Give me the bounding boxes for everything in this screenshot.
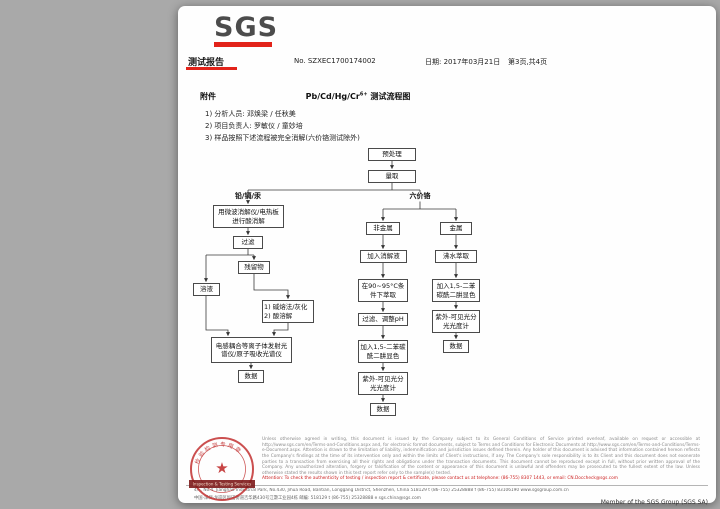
flow-node-measure: 量取 bbox=[368, 170, 416, 183]
note-item-3: 3) 样品按照下述流程被完全消解(六价铬测试除外) bbox=[205, 134, 360, 142]
flow-node-boiling-water-extraction: 沸水萃取 bbox=[435, 250, 477, 263]
flow-node-solution: 溶液 bbox=[193, 283, 220, 296]
flow-node-metal: 金属 bbox=[440, 222, 472, 235]
report-type-title: 测试报告 bbox=[188, 58, 225, 68]
flow-node-alkali-fusion: 1) 碱熔法/灰化 2) 酸溶解 bbox=[262, 300, 314, 323]
flow-node-data-nonmetal: 数据 bbox=[370, 403, 396, 416]
branch-label-lead-cadmium-mercury: 铅/镉/汞 bbox=[234, 192, 262, 200]
flow-node-icp-aas: 电感耦合等离子体发射光谱仪/原子吸收光谱仪 bbox=[211, 337, 292, 363]
stamp-band-text: Inspection & Testing Services bbox=[193, 482, 252, 487]
sgs-logo-underline bbox=[214, 42, 272, 47]
flow-node-uv-vis-metal: 紫外-可见光分光光度计 bbox=[432, 310, 480, 333]
flow-node-acid-digestion: 用微波消解仪/电热板进行酸消解 bbox=[213, 205, 284, 228]
flow-node-add-digestion-solution: 加入消解液 bbox=[360, 250, 407, 263]
stamp-band bbox=[189, 480, 255, 488]
flowchart-title-suffix: 测试流程图 bbox=[367, 92, 411, 101]
attachment-label: 附件 bbox=[200, 92, 216, 101]
branch-label-hexavalent-chromium: 六价铬 bbox=[409, 192, 431, 200]
flow-node-uv-vis-nonmetal: 紫外-可见光分光光度计 bbox=[358, 372, 408, 395]
page-indicator: 第3页,共4页 bbox=[508, 58, 548, 66]
address-chinese: 中国·深圳·龙岗区坂田街道吉华路430号江灏工业园4栋 邮编: 518129 t… bbox=[194, 495, 421, 501]
star-icon: ★ bbox=[215, 459, 228, 477]
flow-node-extract-90-95: 在90~95°C条件下萃取 bbox=[358, 279, 408, 302]
note-item-2: 2) 项目负责人: 罗敏仪 / 童妙培 bbox=[205, 122, 303, 130]
member-note: Member of the SGS Group (SGS SA) bbox=[600, 499, 708, 506]
flow-node-data-left: 数据 bbox=[238, 370, 264, 383]
flow-node-filter-adjust-ph: 过滤、调整pH bbox=[358, 313, 408, 326]
stamp-outer-ring bbox=[190, 437, 254, 501]
footer-divider bbox=[186, 485, 708, 486]
sgs-logo-text: SGS bbox=[214, 12, 279, 43]
flow-node-nonmetal: 非金属 bbox=[366, 222, 400, 235]
flowchart-title-superscript: 6+ bbox=[359, 91, 368, 98]
flow-node-add-dpc-nonmetal: 加入1,5-二苯碳酰二肼显色 bbox=[358, 340, 408, 363]
report-title-underline bbox=[186, 67, 237, 70]
flow-node-add-dpc-metal: 加入1,5-二苯碳酰二肼显色 bbox=[432, 279, 480, 302]
flow-node-residue: 残留物 bbox=[238, 261, 270, 274]
sgs-logo: SGS bbox=[214, 14, 278, 47]
approval-stamp: 检验检测专用章 ★ Inspection & Testing Services bbox=[189, 437, 255, 501]
disclaimer-text: Unless otherwise agreed in writing, this… bbox=[262, 437, 700, 477]
flow-node-filter: 过滤 bbox=[233, 236, 263, 249]
stamp-inner-ring bbox=[198, 445, 246, 493]
address-english: 4/F, No.4, Jianghao Industrial Park, No.… bbox=[194, 488, 569, 493]
report-number: No. SZXEC1700174002 bbox=[294, 57, 376, 65]
flowchart-title-prefix: Pb/Cd/Hg/Cr bbox=[305, 92, 360, 101]
note-item-1: 1) 分析人员: 邓焕梁 / 任秋美 bbox=[205, 110, 296, 118]
report-date: 日期: 2017年03月21日 bbox=[425, 58, 501, 66]
report-page: SGS 测试报告 No. SZXEC1700174002 日期: 2017年03… bbox=[178, 6, 716, 506]
flowchart-title: Pb/Cd/Hg/Cr6+ 测试流程图 bbox=[238, 91, 478, 102]
flow-node-pretreatment: 预处理 bbox=[368, 148, 416, 161]
flow-node-data-metal: 数据 bbox=[443, 340, 469, 353]
authenticity-attention-line: Attention: To check the authenticity of … bbox=[262, 476, 618, 481]
